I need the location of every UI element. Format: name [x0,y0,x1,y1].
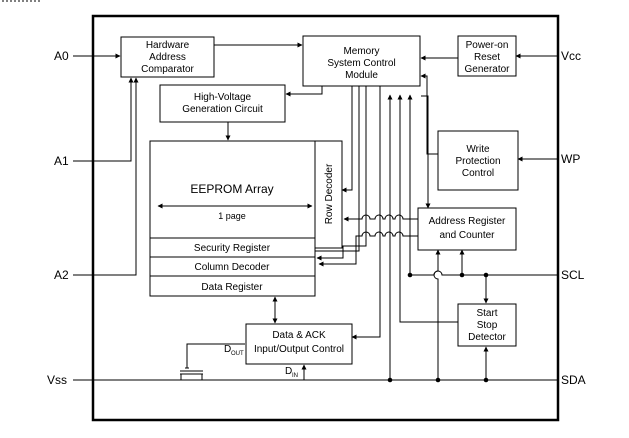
eeprom-array-block: EEPROM Array 1 page [149,140,316,239]
din-subscript: IN [292,373,298,379]
dout-subscript: OUT [231,351,244,357]
page-label: 1 page [218,211,246,221]
eeprom-array-label: EEPROM Array [190,182,273,196]
write-protection-block: Write Protection Control [437,130,519,191]
pin-wp: WP [561,152,580,166]
memory-system-control-block: Memory System Control Module [302,35,421,87]
address-register-line-2: and Counter [439,230,495,241]
high-voltage-line-2: Generation Circuit [182,104,263,115]
data-register-block: Data Register [149,275,316,297]
row-decoder-block: Row Decoder [314,140,343,249]
pin-sda: SDA [561,373,586,387]
write-protection-line-3: Control [462,168,494,179]
pin-a2: A2 [54,268,69,282]
dout-label: D [224,344,231,355]
data-register-label: Data Register [201,282,263,293]
pin-vcc: Vcc [561,49,581,63]
power-on-line-1: Power-on [466,40,509,51]
hardware-address-comparator-block: Hardware Address Comparator [120,36,215,78]
pin-scl: SCL [561,268,585,282]
comparator-line-3: Comparator [141,64,194,75]
high-voltage-block: High-Voltage Generation Circuit [159,84,286,123]
start-stop-line-2: Stop [477,320,498,331]
comparator-line-2: Address [149,52,186,63]
power-on-reset-block: Power-on Reset Generator [457,35,517,77]
high-voltage-line-1: High-Voltage [194,92,252,103]
data-ack-line-2: Input/Output Control [254,344,344,355]
column-decoder-label: Column Decoder [194,262,270,273]
pin-vss: Vss [47,373,67,387]
start-stop-line-1: Start [476,308,497,319]
pin-a0: A0 [54,49,69,63]
memory-line-2: System Control [327,58,395,69]
write-protection-line-2: Protection [455,156,500,167]
security-register-block: Security Register [149,237,316,258]
din-label: D [285,366,292,377]
address-register-block: Address Register and Counter [417,207,517,251]
data-ack-line-1: Data & ACK [272,330,326,341]
power-on-line-2: Reset [474,52,500,63]
pin-a1: A1 [54,154,69,168]
column-decoder-block: Column Decoder [149,256,316,277]
memory-line-1: Memory [343,46,379,57]
start-stop-detector-block: Start Stop Detector [457,303,517,347]
write-protection-line-1: Write [466,144,490,155]
start-stop-line-3: Detector [468,332,506,343]
data-ack-block: Data & ACK Input/Output Control [245,323,353,365]
power-on-line-3: Generator [464,64,510,75]
security-register-label: Security Register [194,243,271,254]
chip-outline [91,14,560,422]
row-decoder-label: Row Decoder [324,163,335,224]
address-register-line-1: Address Register [429,216,506,227]
comparator-line-1: Hardware [146,40,190,51]
memory-line-3: Module [345,70,378,81]
